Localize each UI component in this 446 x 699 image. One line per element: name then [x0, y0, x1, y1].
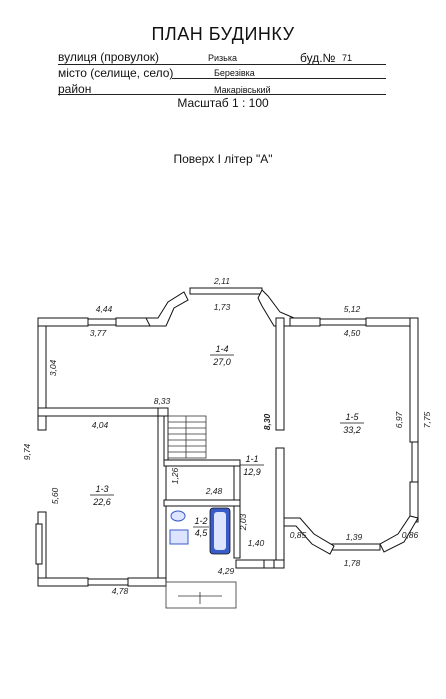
building-value: 71 — [342, 53, 353, 63]
wall-horizontal-mid — [37, 407, 159, 417]
city-underline — [172, 78, 386, 79]
window-right — [411, 441, 419, 483]
city-value: Березівка — [214, 68, 255, 78]
dim-1-73: 1,73 — [214, 302, 231, 312]
dim-5-60: 5,60 — [50, 487, 60, 504]
dim-1-39: 1,39 — [346, 532, 363, 542]
wall-right-upper — [409, 317, 419, 443]
dimension-labels: 2,11 1,73 4,44 3,77 5,12 4,50 3,04 8,33 … — [22, 276, 432, 596]
dim-4-50: 4,50 — [344, 328, 361, 338]
room-1-3-id: 1-3 — [95, 484, 108, 494]
dim-4-29: 4,29 — [218, 566, 235, 576]
city-label: місто (селище, село) — [58, 66, 174, 80]
floor-title: Поверх І літер "А" — [173, 152, 273, 166]
bay-left-wall — [145, 291, 189, 327]
room-1-2-id: 1-2 — [194, 516, 207, 526]
dim-4-78: 4,78 — [112, 586, 129, 596]
dim-0-85: 0,85 — [290, 530, 307, 540]
dim-0-86: 0,86 — [402, 530, 419, 540]
bathroom-wall-top — [163, 459, 241, 467]
dim-3-04: 3,04 — [48, 359, 58, 376]
dim-2-03: 2,03 — [238, 513, 248, 531]
wall-top-left — [37, 317, 89, 327]
room-1-3-area: 22,6 — [92, 497, 111, 507]
staircase — [167, 415, 207, 459]
room-1-2-area: 4,5 — [195, 528, 209, 538]
bathroom-wall-right — [233, 465, 241, 559]
district-underline — [58, 94, 386, 95]
window-top-left — [87, 318, 117, 326]
room-1-5-id: 1-5 — [345, 412, 359, 422]
dim-7-75: 7,75 — [422, 411, 432, 428]
dim-1-26: 1,26 — [170, 467, 180, 484]
dim-6-97: 6,97 — [394, 411, 404, 428]
scale-label: Масштаб 1 : 100 — [177, 96, 269, 110]
bay-top-window — [189, 287, 263, 295]
wall-bottom-stub — [263, 559, 275, 569]
bay-bottom-right — [379, 515, 419, 553]
bathtub-inner — [214, 512, 226, 550]
district-value: Макарівський — [214, 85, 271, 95]
sink-icon — [169, 529, 189, 545]
wall-mid-vertical-lower — [275, 447, 285, 569]
dim-4-04: 4,04 — [92, 420, 109, 430]
dim-5-12: 5,12 — [344, 304, 361, 314]
district-label: район — [58, 82, 92, 96]
dim-4-44: 4,44 — [96, 304, 113, 314]
dim-2-11: 2,11 — [213, 276, 230, 286]
room-labels: 1-4 27,0 1-5 33,2 1-3 22,6 1-1 12,9 1-2 … — [90, 344, 364, 538]
wall-top-right-1 — [289, 317, 321, 327]
wall-bottom-mid — [127, 577, 167, 587]
bathroom-fixtures — [169, 507, 231, 555]
window-top-right — [319, 318, 367, 326]
room-1-1-id: 1-1 — [245, 454, 258, 464]
wall-bottom-right — [235, 559, 285, 569]
street-underline — [58, 64, 386, 65]
room-1-4-area: 27,0 — [212, 357, 231, 367]
room-1-1-area: 12,9 — [243, 467, 261, 477]
dim-1-40: 1,40 — [248, 538, 265, 548]
street-value: Ризька — [208, 53, 237, 63]
window-left — [35, 523, 43, 565]
window-bottom — [87, 578, 129, 586]
toilet-icon — [170, 510, 186, 522]
document-title: ПЛАН БУДИНКУ — [151, 24, 295, 44]
stair-wall — [163, 415, 169, 461]
bay-bottom-window — [331, 543, 381, 551]
dim-8-33: 8,33 — [154, 396, 171, 406]
room-1-4-id: 1-4 — [215, 344, 228, 354]
walls — [35, 287, 419, 587]
dim-8-30: 8,30 — [262, 413, 272, 430]
entrance-steps — [165, 581, 237, 609]
dim-9-74: 9,74 — [22, 443, 32, 460]
building-label: буд.№ — [300, 51, 336, 65]
dim-2-48: 2,48 — [205, 486, 223, 496]
street-label: вулиця (провулок) — [58, 50, 160, 64]
dim-3-77: 3,77 — [90, 328, 107, 338]
bathroom-wall-mid — [163, 499, 241, 507]
wall-bottom-left — [37, 577, 89, 587]
dim-1-78: 1,78 — [344, 558, 361, 568]
wall-mid-vertical-upper — [275, 317, 285, 431]
room-1-5-area: 33,2 — [343, 425, 361, 435]
wall-horizontal-stub — [157, 407, 169, 417]
